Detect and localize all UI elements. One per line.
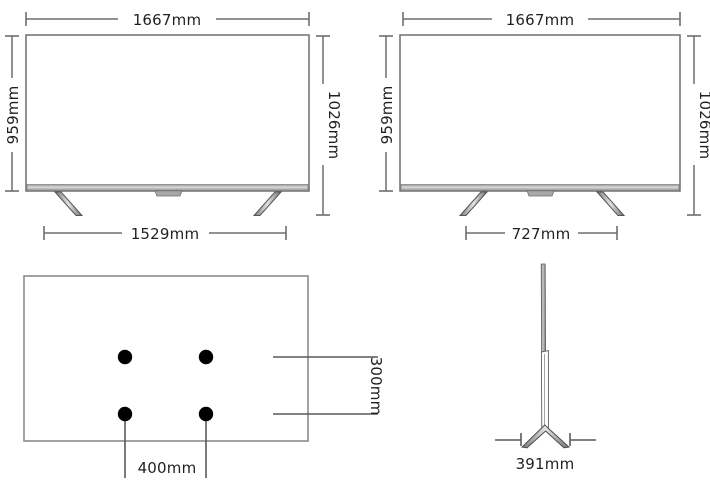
front-view-wide-stand: 1667mm 959mm <box>4 11 343 243</box>
side-panel-lower-profile <box>540 349 549 431</box>
dimension-foot-span-narrow: 727mm <box>465 225 618 243</box>
dimension-height-panel-left: 959mm <box>4 35 22 192</box>
dimension-stand-depth: 391mm <box>495 433 596 473</box>
stand-foot-left-inner <box>458 191 489 216</box>
dimension-label-height-overall-left: 1026mm <box>325 91 343 160</box>
dimension-label-foot-span-narrow: 727mm <box>512 225 571 243</box>
dimension-height-overall-left: 1026mm <box>316 35 343 216</box>
ir-receiver-nub-right <box>526 190 555 197</box>
dimension-label-foot-span-wide: 1529mm <box>131 225 200 243</box>
tv-panel-outline-right <box>399 34 681 192</box>
dimension-foot-span-wide: 1529mm <box>43 225 287 243</box>
dimension-vesa-horizontal: 400mm <box>138 459 197 477</box>
tv-bottom-bezel-right <box>400 184 680 192</box>
dimension-height-panel-right: 959mm <box>378 35 396 192</box>
dimension-width-overall-left: 1667mm <box>25 11 310 29</box>
side-stand-foot <box>520 424 571 449</box>
side-view: 391mm <box>495 263 596 473</box>
dimension-label-height-panel-left: 959mm <box>4 86 22 145</box>
vesa-mount-view: 300mm 400mm <box>23 275 385 478</box>
dimension-width-overall-right: 1667mm <box>402 11 681 29</box>
ir-receiver-nub-left <box>154 190 183 197</box>
dimension-label-height-panel-right: 959mm <box>378 86 396 145</box>
front-view-narrow-stand: 1667mm 959mm 1026mm <box>378 11 710 243</box>
tv-panel-outline-left <box>25 34 310 192</box>
dimension-label-width-overall-right: 1667mm <box>506 11 575 29</box>
stand-foot-right-inner <box>595 191 626 216</box>
dimension-height-overall-right: 1026mm <box>687 35 710 216</box>
dimension-label-vesa-horizontal: 400mm <box>138 459 197 477</box>
stand-foot-left-outer <box>53 191 84 216</box>
vesa-hole-top-right <box>198 349 214 365</box>
tv-bottom-bezel-left <box>26 184 309 192</box>
stand-foot-right-outer <box>252 191 283 216</box>
dimension-label-stand-depth: 391mm <box>516 455 575 473</box>
vesa-hole-bottom-left <box>117 406 133 422</box>
vesa-hole-top-left <box>117 349 133 365</box>
vesa-hole-bottom-right <box>198 406 214 422</box>
vesa-panel-outline <box>23 275 309 442</box>
dimension-label-width-overall-left: 1667mm <box>133 11 202 29</box>
side-panel-upper-profile <box>540 263 547 353</box>
dimension-label-vesa-vertical: 300mm <box>367 357 385 416</box>
dimension-label-height-overall-right: 1026mm <box>696 91 710 160</box>
dimension-vesa-vertical: 300mm <box>367 357 385 416</box>
